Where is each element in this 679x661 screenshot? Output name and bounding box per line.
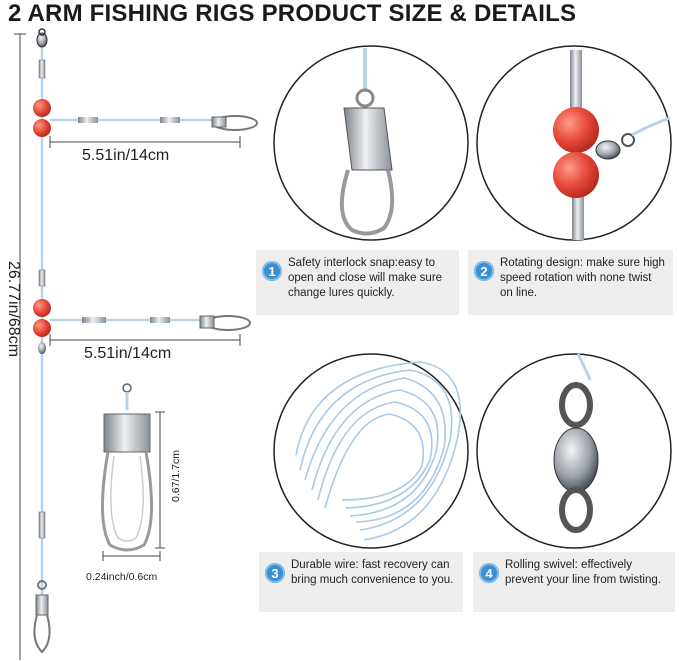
- snap-width-label: 0.24inch/0.6cm: [86, 571, 158, 583]
- feature-text: Safety interlock snap:easy to open and c…: [288, 257, 443, 299]
- feature-number-badge: 1: [262, 261, 282, 281]
- feature-number-badge: 4: [479, 563, 499, 583]
- detail-circle-wire: [273, 353, 469, 549]
- arm-2-length-label: 5.51in/14cm: [84, 345, 172, 362]
- feature-number-badge: 2: [474, 261, 494, 281]
- feature-callout-4: 4 Rolling swivel: effectively prevent yo…: [473, 552, 675, 612]
- snap-detail: [101, 383, 153, 552]
- arm-snap-2: [199, 315, 251, 331]
- feature-number-badge: 3: [265, 563, 285, 583]
- feature-text: Rolling swivel: effectively prevent your…: [505, 559, 661, 586]
- feature-callout-3: 3 Durable wire: fast recovery can bring …: [259, 552, 463, 612]
- page-title: 2 ARM FISHING RIGS PRODUCT SIZE & DETAIL…: [8, 0, 577, 27]
- bottom-snap: [33, 580, 51, 654]
- dimension-lines: [14, 33, 241, 660]
- detail-circle-snap: [273, 45, 469, 241]
- fishing-rig: [33, 28, 258, 654]
- detail-circle-swivel: [476, 353, 672, 549]
- detail-circle-beads: [476, 45, 672, 241]
- feature-callout-2: 2 Rotating design: make sure high speed …: [468, 250, 673, 315]
- snap-height-label: 0.67/1.7cm: [170, 450, 182, 502]
- arm-1-length-label: 5.51in/14cm: [82, 147, 170, 164]
- feature-callout-1: 1 Safety interlock snap:easy to open and…: [256, 250, 459, 315]
- total-length-label: 26.77in/68cm: [5, 260, 22, 358]
- feature-text: Rotating design: make sure high speed ro…: [500, 257, 665, 299]
- feature-text: Durable wire: fast recovery can bring mu…: [291, 559, 454, 586]
- arm-snap-1: [211, 115, 258, 131]
